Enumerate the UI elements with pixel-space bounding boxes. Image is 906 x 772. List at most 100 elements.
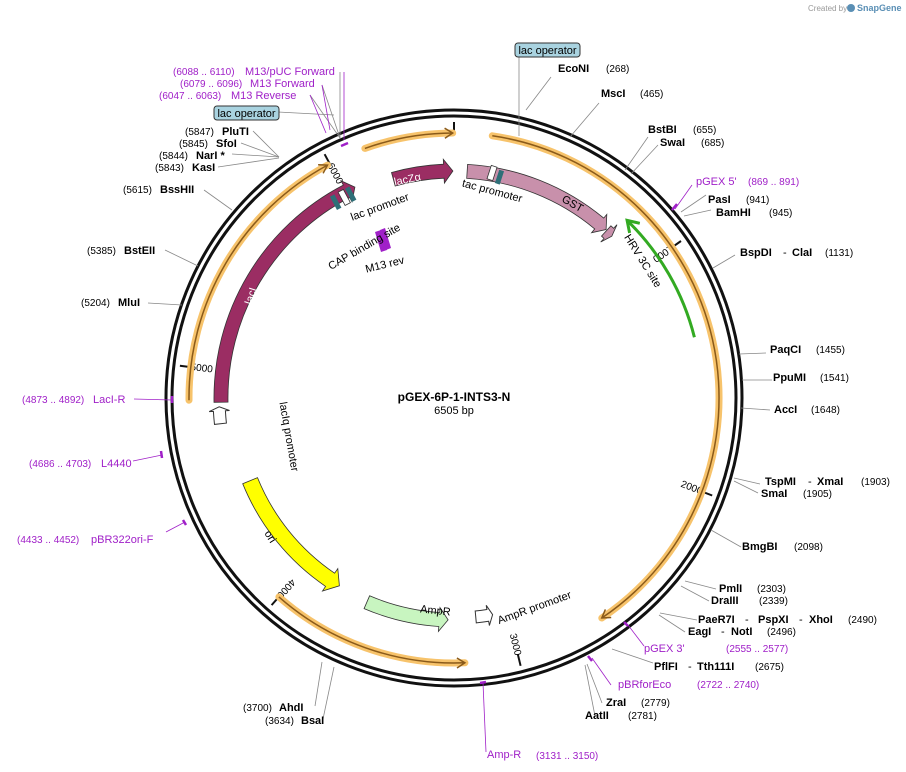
svg-text:-: - — [688, 661, 692, 673]
enzyme-pflfi-tth111i[interactable]: PflFI - Tth111I (2675) — [654, 661, 784, 673]
feature-pgex5-green-arrow[interactable] — [626, 219, 696, 338]
enzyme-pasi[interactable]: PasI (941) — [708, 194, 769, 206]
lac-promoter-marker[interactable] — [329, 194, 342, 211]
feature-ori-arrow[interactable] — [242, 477, 340, 592]
enzyme-ahdi[interactable]: (3700) AhdI — [243, 702, 303, 714]
feature-ampr-promoter-arrow[interactable] — [474, 605, 494, 626]
primer-pgex3[interactable]: pGEX 3' (2555 .. 2577) — [644, 643, 788, 655]
primer-m13-reverse[interactable]: (6047 .. 6063) M13 Reverse — [159, 90, 296, 102]
enzyme-aatii[interactable]: AatII (2781) — [585, 710, 657, 722]
enzyme-pmli[interactable]: PmlI (2303) — [719, 583, 786, 595]
feature-arrows — [208, 158, 696, 633]
enzyme-mlui[interactable]: (5204) MluI — [81, 297, 140, 309]
feature-lacz-arrow[interactable] — [391, 158, 454, 187]
orf-arc-ampr[interactable] — [278, 596, 465, 664]
svg-text:(5204): (5204) — [81, 298, 110, 309]
lac-operator-label-left: lac operator — [217, 108, 275, 120]
enzyme-bsteii[interactable]: (5385) BstEII — [87, 245, 155, 257]
svg-text:(5847): (5847) — [185, 127, 214, 138]
snapgene-logo-icon — [847, 4, 855, 12]
enzyme-smai[interactable]: SmaI (1905) — [761, 488, 832, 500]
orf-arc-laci-arrowhead — [318, 163, 329, 174]
enzyme-msci[interactable]: MscI (465) — [601, 88, 663, 100]
m13-rev-marker-b[interactable] — [380, 228, 391, 250]
primer-m13-forward[interactable]: (6079 .. 6096) M13 Forward — [180, 78, 315, 90]
feature-ampr-arrow[interactable] — [363, 595, 449, 633]
enzyme-bmgbi[interactable]: BmgBI (2098) — [742, 541, 823, 553]
svg-text:-: - — [721, 626, 725, 638]
enzyme-paer7i-pspxi-xhoi[interactable]: PaeR7I - PspXI - XhoI (2490) — [698, 614, 877, 626]
tick-mark — [516, 653, 522, 667]
primer-pgex5[interactable]: pGEX 5' (869 .. 891) — [696, 176, 799, 188]
orf-arc-lacz[interactable] — [364, 132, 453, 150]
credit-brand: SnapGene — [857, 3, 902, 13]
svg-text:SwaI: SwaI — [660, 137, 685, 149]
tick-label: 5000 — [190, 362, 214, 376]
cap-binding-site-marker[interactable] — [344, 186, 357, 203]
enzyme-bspdi-clai[interactable]: BspDI - ClaI (1131) — [740, 247, 853, 259]
lac-operator-box-left[interactable] — [213, 105, 280, 121]
svg-text:EcoNI: EcoNI — [558, 63, 589, 75]
feature-label-laciq-promoter: lacIq promoter — [276, 401, 300, 473]
enzyme-labels: EcoNI (268) MscI (465) BstBI (655) SwaI … — [81, 63, 890, 727]
svg-text:DraIII: DraIII — [711, 595, 739, 607]
feature-gst-arrow[interactable] — [466, 163, 608, 234]
svg-text:(1648): (1648) — [811, 405, 840, 416]
svg-text:(1905): (1905) — [803, 489, 832, 500]
enzyme-eagi-noti[interactable]: EagI - NotI (2496) — [688, 626, 796, 638]
enzyme-nari[interactable]: (5844) NarI * — [159, 150, 225, 162]
lac-operator-box-top[interactable] — [514, 42, 581, 58]
enzyme-zrai[interactable]: ZraI (2779) — [606, 697, 670, 709]
plasmid-length: 6505 bp — [434, 405, 474, 417]
enzyme-econi[interactable]: EcoNI (268) — [558, 63, 629, 75]
enzyme-acci[interactable]: AccI (1648) — [774, 404, 840, 416]
plasmid-name: pGEX-6P-1-INTS3-N — [398, 390, 511, 404]
enzyme-pluti[interactable]: (5847) PluTI — [185, 126, 249, 138]
orf-arc-laci[interactable] — [188, 164, 328, 401]
enzyme-draiii[interactable]: DraIII (2339) — [711, 595, 788, 607]
enzyme-bstbi[interactable]: BstBI (655) — [648, 124, 716, 136]
svg-text:(3700): (3700) — [243, 703, 272, 714]
enzyme-paqci[interactable]: PaqCI (1455) — [770, 344, 845, 356]
svg-text:AccI: AccI — [774, 404, 797, 416]
enzyme-sfoi[interactable]: (5845) SfoI — [179, 138, 237, 150]
enzyme-bsshii[interactable]: (5615) BssHII — [123, 184, 194, 196]
feature-laciq-promoter-arrow[interactable] — [208, 406, 230, 425]
tac-promoter-marker[interactable] — [494, 169, 505, 185]
leader-lines — [147, 56, 772, 720]
svg-text:(4433 .. 4452): (4433 .. 4452) — [17, 535, 79, 546]
svg-text:(2303): (2303) — [757, 584, 786, 595]
svg-text:pBRforEco: pBRforEco — [618, 679, 671, 691]
svg-text:(465): (465) — [640, 89, 663, 100]
orf-arc-gst-insert[interactable] — [492, 135, 720, 619]
primer-m13-puc-forward[interactable]: (6088 .. 6110) M13/pUC Forward — [173, 66, 335, 78]
feature-hrv-3c-site[interactable] — [600, 224, 618, 243]
enzyme-ppumi[interactable]: PpuMI (1541) — [773, 372, 849, 384]
feature-laci-arrow[interactable] — [213, 179, 356, 403]
primer-laci-r[interactable]: (4873 .. 4892) LacI-R — [22, 394, 125, 406]
enzyme-bamhi[interactable]: BamHI (945) — [716, 207, 792, 219]
svg-text:(5615): (5615) — [123, 185, 152, 196]
svg-text:BsaI: BsaI — [301, 715, 324, 727]
svg-text:(2496): (2496) — [767, 627, 796, 638]
primer-pbrforeco[interactable]: pBRforEco (2722 .. 2740) — [618, 679, 759, 691]
tac-promoter-open-marker[interactable] — [486, 164, 498, 182]
primer-amp-r[interactable]: Amp-R (3131 .. 3150) — [487, 749, 598, 762]
svg-text:-: - — [783, 247, 787, 259]
enzyme-swai[interactable]: SwaI (685) — [660, 137, 724, 149]
svg-text:(2675): (2675) — [755, 662, 784, 673]
svg-text:(6088 .. 6110): (6088 .. 6110) — [173, 67, 235, 78]
feature-label-lacz: lacZα — [393, 171, 423, 189]
lac-operator-marker[interactable] — [337, 188, 351, 207]
svg-text:ClaI: ClaI — [792, 247, 812, 259]
svg-text:pGEX 3': pGEX 3' — [644, 643, 685, 655]
enzyme-bsai[interactable]: (3634) BsaI — [265, 715, 324, 727]
enzyme-kasi[interactable]: (5843) KasI — [155, 162, 215, 174]
enzyme-tspmi-xmai[interactable]: TspMI - XmaI (1903) — [765, 476, 890, 488]
m13-rev-marker-a[interactable] — [375, 230, 387, 252]
svg-text:(5844): (5844) — [159, 151, 188, 162]
primer-l4440[interactable]: (4686 .. 4703) L4440 — [29, 458, 132, 470]
svg-text:-: - — [808, 476, 812, 488]
svg-text:(6047 .. 6063): (6047 .. 6063) — [159, 91, 221, 102]
primer-pbr322ori-f[interactable]: (4433 .. 4452) pBR322ori-F — [17, 534, 154, 546]
